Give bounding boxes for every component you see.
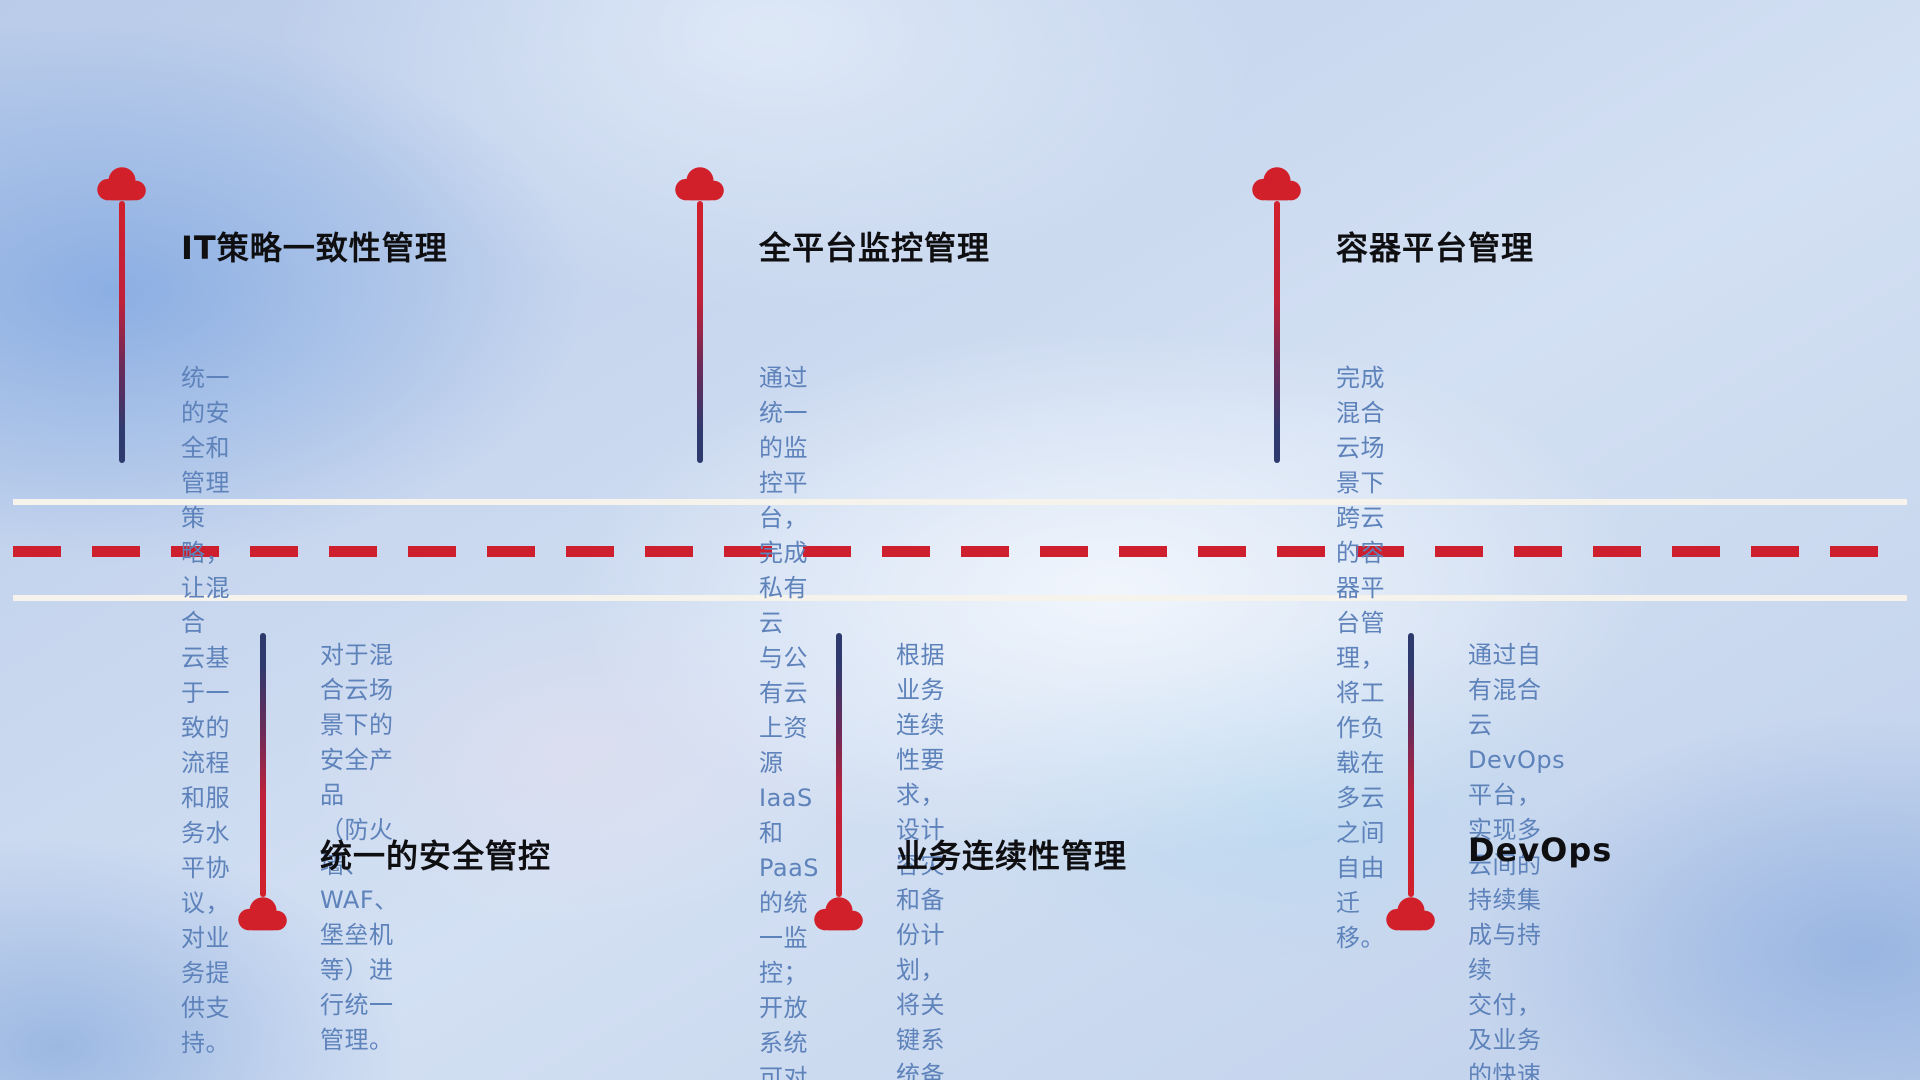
feature-description: 通过自有混合云DevOps平台， 实现多云间的持续集成与持续 交付，及业务的快速… xyxy=(1468,641,1566,1080)
feature-title: 统一的安全管控 xyxy=(320,837,552,875)
cloud-icon xyxy=(235,895,291,933)
cloud-icon xyxy=(1249,165,1305,203)
feature-description: 对于混合云场景下的安全产品 （防火墙、WAF、堡垒机等）进 行统一管理。 xyxy=(320,641,399,1054)
feature-title: IT策略一致性管理 xyxy=(181,229,448,267)
timeline-connector xyxy=(119,201,125,463)
timeline-connector xyxy=(260,633,266,897)
road-upper-line xyxy=(13,499,1907,505)
feature-title: 全平台监控管理 xyxy=(759,229,991,267)
cloud-icon xyxy=(811,895,867,933)
timeline-connector xyxy=(1408,633,1414,897)
feature-description: 完成混合云场景下跨云的容器平 台管理，将工作负载在多云之间 自由迁移。 xyxy=(1336,364,1385,952)
feature-description: 根据业务连续性要求，设计容灾 和备份计划，将关键系统备份至 线上/线下，并定期校… xyxy=(896,641,945,1080)
feature-description: 通过统一的监控平台，完成私有云 与公有云上资源IaaS和PaaS的统 一监控；开… xyxy=(759,364,820,1080)
cloud-icon xyxy=(94,165,150,203)
timeline-connector xyxy=(836,633,842,897)
feature-title: 业务连续性管理 xyxy=(896,837,1128,875)
timeline-connector xyxy=(1274,201,1280,463)
cloud-icon xyxy=(672,165,728,203)
feature-title: DevOps xyxy=(1468,831,1613,869)
timeline-connector xyxy=(697,201,703,463)
cloud-icon xyxy=(1383,895,1439,933)
feature-description: 统一的安全和管理策略，让混合 云基于一致的流程和服务水平协 议，对业务提供支持。 xyxy=(181,364,230,1057)
feature-title: 容器平台管理 xyxy=(1336,229,1535,267)
road-lower-line xyxy=(13,595,1907,601)
road-dashed-centerline xyxy=(13,546,1907,557)
